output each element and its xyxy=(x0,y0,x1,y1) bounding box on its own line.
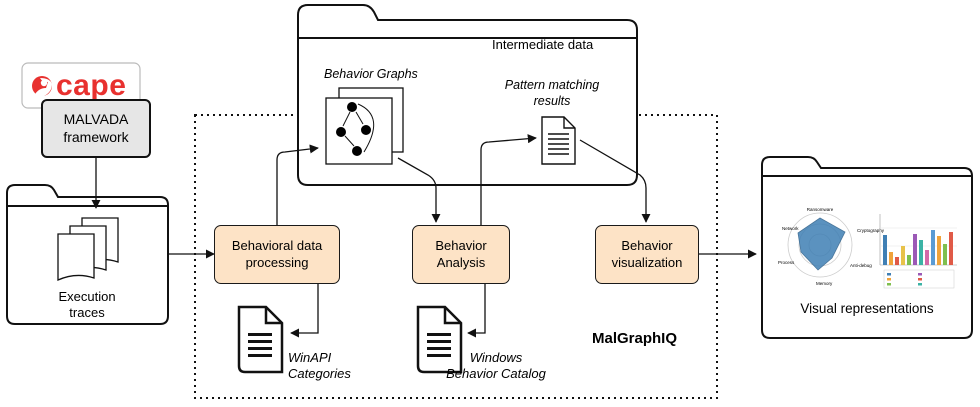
catalog-document-icon xyxy=(416,305,463,374)
visualization-label: Behavior visualization xyxy=(611,238,683,270)
execution-traces-label: Execution traces xyxy=(58,289,116,321)
radar-chart-thumbnail: Ransomware Cryptography Anti-debug Memor… xyxy=(778,207,885,286)
intermediate-data-title: Intermediate data xyxy=(492,37,594,52)
behavior-visualization-node: Behavior visualization xyxy=(595,225,699,284)
svg-text:Process: Process xyxy=(778,260,795,265)
output-folder xyxy=(761,156,973,339)
malvada-framework-box: MALVADA framework xyxy=(41,99,151,158)
arrow-graphs-to-analysis xyxy=(397,157,441,223)
arrow-processing-to-graphs xyxy=(276,144,319,230)
arrow-analysis-to-catalog xyxy=(467,284,486,338)
trace-documents-icon xyxy=(57,217,119,281)
arrow-processing-to-winapi xyxy=(290,284,319,338)
behavior-analysis-node: Behavior Analysis xyxy=(412,225,510,284)
svg-text:Ransomware: Ransomware xyxy=(807,207,834,212)
cape-logo-icon xyxy=(32,76,52,96)
winapi-document-icon xyxy=(237,305,284,374)
svg-text:Memory: Memory xyxy=(816,281,833,286)
behavior-catalog-label: Windows Behavior Catalog xyxy=(446,350,546,382)
behavior-graphs-label: Behavior Graphs xyxy=(324,67,418,81)
svg-text:Network: Network xyxy=(782,226,799,231)
malgraphiq-label: MalGraphIQ xyxy=(592,330,678,347)
behavior-graph-icon xyxy=(325,87,404,165)
visual-representations-label: Visual representations xyxy=(800,301,934,316)
svg-text:Anti-debug: Anti-debug xyxy=(850,263,872,268)
processing-label: Behavioral data processing xyxy=(231,238,323,270)
cape-logo-text: cape xyxy=(56,69,127,102)
svg-text:Cryptography: Cryptography xyxy=(857,228,885,233)
pattern-document-icon xyxy=(541,116,576,165)
bar-chart-thumbnail xyxy=(879,214,957,289)
behavioral-data-processing-node: Behavioral data processing xyxy=(214,225,340,284)
pattern-matching-label: Pattern matching results xyxy=(504,78,600,108)
arrow-analysis-to-pattern xyxy=(480,134,537,230)
arrow-pattern-to-visualization xyxy=(579,139,651,223)
analysis-label: Behavior Analysis xyxy=(435,238,487,270)
winapi-categories-label: WinAPI Categories xyxy=(288,350,351,382)
